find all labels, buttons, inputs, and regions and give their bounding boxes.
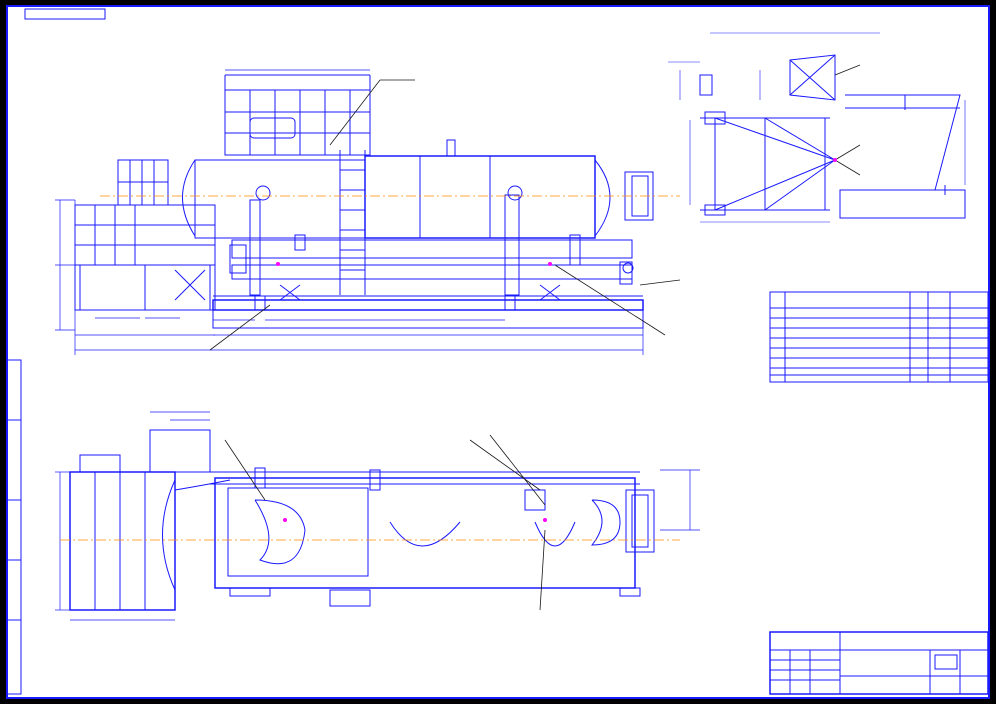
plan-view: [55, 411, 700, 621]
fitting-markers: [276, 158, 837, 522]
plan-view-leaders: [224, 434, 546, 611]
paper: [6, 5, 990, 699]
detail-leaders: [834, 64, 861, 176]
plan-view-dimensions: [55, 411, 700, 621]
specification-table: [769, 291, 989, 383]
detail-view: [668, 32, 966, 223]
saddle-curve: [389, 521, 461, 547]
platform-plan: [69, 471, 176, 611]
piping: [229, 194, 634, 301]
pipe-bend: [254, 499, 306, 565]
vessel-plan: [214, 477, 636, 589]
ladder: [339, 150, 366, 295]
service-platform: [74, 74, 371, 311]
front-view-dimensions: [55, 69, 644, 355]
detail-dimensions: [668, 61, 966, 223]
binding-strip: [6, 359, 22, 695]
vessel-head-right: [594, 159, 611, 237]
front-view: [55, 69, 681, 355]
corner-stamp: [24, 8, 106, 20]
title-block: [769, 631, 989, 695]
vessel-head-left: [182, 159, 196, 237]
vessel-left-section: [194, 159, 365, 239]
vessel-body: [364, 155, 596, 239]
front-view-leaders: [209, 79, 681, 351]
base-frame: [212, 295, 644, 329]
